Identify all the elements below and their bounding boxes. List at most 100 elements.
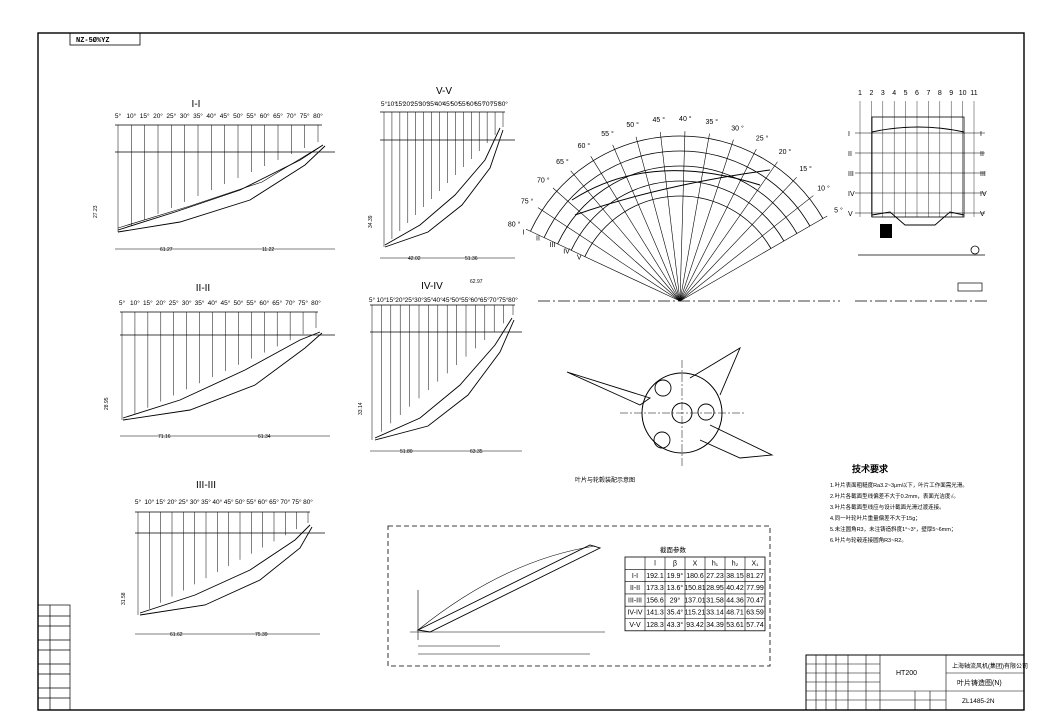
section-5-dim-h: 34.39 [368, 215, 374, 228]
table-cell: 13.6° [667, 584, 684, 592]
sec3-angle-label: 10° [144, 498, 154, 506]
section-5-view: V-V 5°10°15°20°25°30°35°40°45°50°55°60°6… [368, 86, 515, 262]
side-view-column-label: 9 [949, 90, 953, 97]
side-view-column-label: 11 [970, 90, 977, 97]
title-block-material: HT200 [896, 670, 917, 677]
sec2-angle-label: 25° [169, 299, 179, 307]
table-cell: 44.36 [726, 597, 744, 604]
table-header-cell: X [693, 561, 698, 568]
side-view-row-label-left: IV [848, 191, 855, 198]
fan-radial-line [679, 139, 734, 302]
section-3-profile-upper [139, 524, 311, 614]
section-5-angle-labels: 5°10°15°20°25°30°35°40°45°50°55°60°65°70… [381, 100, 508, 108]
section-3-stations [137, 512, 309, 615]
section-1-view: I-I 5°10°15°20°25°30°35°40°45°50°55°60°6… [93, 99, 335, 253]
drawing-code-box [69, 32, 141, 46]
fan-section-label: III [550, 242, 556, 249]
sec5-angle-label: 60° [466, 100, 476, 108]
table-cell: 70.47 [746, 597, 764, 604]
table-cell: 115.21 [685, 610, 706, 617]
side-view-column-label: 5 [904, 90, 908, 97]
section-4-dim-h: 33.14 [358, 402, 364, 415]
sec5-angle-label: 35° [427, 100, 437, 108]
section-4-dim-c: 62.97 [470, 279, 483, 285]
table-cell: I-I [632, 573, 638, 580]
sec3-angle-label: 75° [292, 498, 302, 506]
fan-radial-line [612, 144, 681, 302]
fan-radial-line [552, 187, 681, 302]
sec3-angle-label: 20° [167, 498, 177, 506]
sec1-angle-label: 80° [313, 112, 323, 120]
section-3-title: III-III [196, 480, 216, 491]
table-cell: 33.14 [706, 610, 724, 617]
fan-angle-label: 45 ° [652, 116, 665, 124]
table-cell: 43.3° [667, 621, 684, 629]
fan-section-label: V [577, 255, 582, 262]
sec5-angle-label: 55° [458, 100, 468, 108]
sec1-angle-label: 30° [180, 112, 190, 120]
section-2-view: II-II 5°10°15°20°25°30°35°40°45°50°55°60… [104, 283, 335, 440]
section-3-view: III-III 5°10°15°20°25°30°35°40°45°50°55°… [121, 480, 325, 638]
fan-angle-label: 30 ° [731, 124, 744, 132]
side-view-root-hatch [880, 224, 892, 238]
table-header-cell: l [654, 561, 656, 568]
side-view-column-label: 1 [858, 90, 862, 97]
table-cell: III-III [628, 597, 642, 604]
sec4-angle-label: 40° [433, 296, 443, 304]
sec5-angle-label: 65° [474, 100, 484, 108]
fan-angle-label: 20 ° [779, 148, 792, 156]
fan-radial-line [659, 132, 681, 302]
sec1-angle-label: 45° [220, 112, 230, 120]
fan-section-arc [543, 150, 811, 238]
section-5-dim-b: 51.36 [465, 256, 478, 262]
sec1-angle-label: 5° [115, 112, 122, 120]
sec5-angle-label: 30° [419, 100, 429, 108]
sec4-angle-label: 60° [470, 296, 480, 304]
table-cell: 93.42 [686, 622, 704, 629]
note-6: 6.叶片与轮毂连接圆角R3~R2。 [830, 536, 907, 544]
left-edge-stamp [37, 604, 71, 711]
fan-radial-line [537, 207, 681, 302]
sec3-angle-label: 15° [156, 498, 166, 506]
sec3-angle-label: 60° [258, 498, 268, 506]
table-cell: 29° [670, 596, 681, 604]
side-view-row-label-right: II [980, 151, 984, 158]
side-view-row-label-right: III [980, 171, 986, 178]
table-header-cell: h₁ [712, 561, 719, 568]
table-cell: 38.15 [726, 573, 744, 580]
sec4-angle-label: 20° [395, 296, 405, 304]
section-2-stations [121, 312, 317, 420]
table-cell: 27.23 [706, 573, 724, 580]
fan-angle-label: 10 ° [817, 184, 830, 192]
sec4-angle-label: 75° [499, 296, 509, 304]
sec3-angle-label: 35° [201, 498, 211, 506]
sec4-angle-label: 50° [452, 296, 462, 304]
note-5: 5.未注圆角R3，未注铸造斜度1°~3°，壁厚5~6mm； [830, 525, 956, 533]
hub-blade-top [689, 346, 741, 396]
section-3-dim-b: 75.39 [255, 632, 268, 638]
section-3-angle-labels: 5°10°15°20°25°30°35°40°45°50°55°60°65°70… [135, 498, 313, 506]
technical-requirements: 技术要求 1.叶片表面粗糙度Ra3.2~3μm以下，叶片工作面需光滑。 2.叶片… [830, 463, 968, 544]
side-view-row-label-right: I [980, 131, 982, 138]
fan-section-arc [584, 195, 772, 257]
side-view-column-label: 4 [892, 90, 896, 97]
fan-radial-line [525, 228, 681, 302]
sec1-angle-label: 20° [153, 112, 163, 120]
fan-angle-label: 55 ° [601, 130, 614, 138]
sec2-angle-label: 50° [233, 299, 243, 307]
sec2-angle-label: 65° [272, 299, 282, 307]
table-cell: 53.61 [726, 622, 744, 629]
fan-radial-line [679, 161, 778, 302]
sec3-angle-label: 45° [224, 498, 234, 506]
hub-blade-left [566, 371, 652, 406]
side-view-datum-symbol [970, 245, 980, 255]
table-header-cell: β [673, 561, 677, 568]
side-view-top-curve [871, 126, 965, 133]
side-view-column-label: 3 [881, 90, 885, 97]
section-5-dim-a: 42.02 [408, 256, 421, 262]
side-view-column-label: 6 [915, 90, 919, 97]
fan-radial-line [679, 195, 814, 302]
fan-angle-label: 80 ° [508, 221, 521, 229]
section-2-dim-b: 61.34 [258, 434, 271, 440]
